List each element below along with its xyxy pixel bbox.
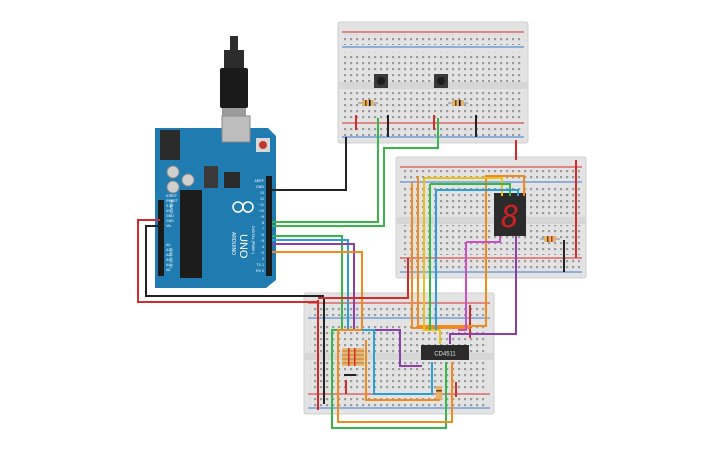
breadboard-top[interactable] (337, 21, 529, 144)
power-side-label: POWER (169, 200, 173, 214)
pin-label: 7 (262, 227, 264, 231)
resistor-icon (436, 386, 442, 400)
wire-green[interactable] (272, 118, 379, 223)
wire-purple[interactable] (449, 236, 517, 344)
wire-yellow[interactable] (423, 178, 440, 331)
segment-digit: 8 (501, 200, 519, 235)
arduino-brand-label: ARDUINO (230, 232, 236, 255)
wire-orange[interactable] (365, 340, 440, 401)
pin-label: RESET (166, 199, 179, 203)
seven-segment-display-icon: 8 (494, 193, 526, 236)
breadboard-middle[interactable] (395, 156, 587, 279)
pin-label: 8 (262, 221, 264, 225)
pin-label: A2 (166, 253, 170, 257)
pin-label: A4 (166, 263, 170, 267)
wire-orange[interactable] (337, 329, 453, 423)
arduino-uno-board[interactable]: ARDUINO UNO AREF GND 13 12 ~11 ~10 ~9 8 7 ~6 ~5 4 ~3… (155, 115, 276, 288)
pin-label: GND (166, 219, 174, 223)
arduino-model-label: UNO (237, 234, 249, 259)
pin-label: 5V (166, 209, 171, 213)
wire-purple[interactable] (354, 329, 422, 367)
pin-label: IOREF (166, 194, 178, 198)
pin-label: 13 (260, 191, 264, 195)
usb-cable-icon (220, 36, 248, 116)
pin-label: AREF (254, 179, 264, 183)
wire-black[interactable] (272, 137, 347, 191)
wire-purple[interactable] (272, 243, 355, 330)
digital-side-label: DIGITAL (PWM~) (251, 226, 255, 254)
wire-magenta[interactable] (458, 242, 467, 331)
analog-side-label: ANALOG IN (169, 248, 173, 268)
arduino-logo-icon (232, 201, 254, 213)
pin-label: ~9 (260, 215, 264, 219)
pin-label: GND (256, 185, 264, 189)
pin-label: ~3 (260, 251, 264, 255)
resistor-icon (448, 100, 468, 106)
wire-black[interactable] (145, 225, 324, 297)
wire-orange[interactable] (411, 182, 470, 329)
pin-label: TX 1 (256, 263, 264, 267)
pin-label: 3.3V (166, 204, 174, 208)
pin-label: ~5 (260, 239, 264, 243)
wire-orange[interactable] (417, 175, 525, 327)
pin-label: 4 (262, 245, 264, 249)
wire-red[interactable] (137, 219, 318, 303)
pin-label: A5 (166, 268, 170, 272)
pushbutton-icon[interactable] (434, 74, 448, 88)
wire-red[interactable] (318, 258, 409, 299)
wire-green[interactable] (272, 118, 439, 227)
digital-header-labels: AREF GND 13 12 ~11 ~10 ~9 8 7 ~6 ~5 4 ~3 2 TX 1 RX 0 (254, 179, 264, 273)
pin-label: A0 (166, 243, 170, 247)
ic-chip-icon[interactable]: CD4511 (421, 345, 469, 360)
wire-magenta[interactable] (466, 236, 501, 243)
decoder-chip-label: CD4511 (434, 352, 456, 358)
pin-label: ~11 (258, 203, 264, 207)
pin-label: A3 (166, 258, 170, 262)
wire-blue[interactable] (436, 189, 519, 196)
pin-label: ~6 (260, 233, 264, 237)
pin-label: GND (166, 214, 174, 218)
resistor-icon (540, 236, 560, 242)
wire-orange[interactable] (272, 251, 363, 330)
pin-label: 2 (262, 257, 264, 261)
pin-label: A1 (166, 248, 170, 252)
pushbutton-icon[interactable] (374, 74, 388, 88)
pin-label: 12 (260, 197, 264, 201)
pin-label: ~10 (258, 209, 264, 213)
pin-label: RX 0 (256, 269, 264, 273)
wire-green[interactable] (430, 183, 511, 196)
resistor-icon (342, 348, 364, 366)
resistor-icon (358, 100, 378, 106)
pin-label: Vin (166, 224, 171, 228)
wire-blue[interactable] (272, 239, 349, 330)
wire-green[interactable] (331, 329, 447, 429)
wire-blue[interactable] (348, 329, 433, 395)
